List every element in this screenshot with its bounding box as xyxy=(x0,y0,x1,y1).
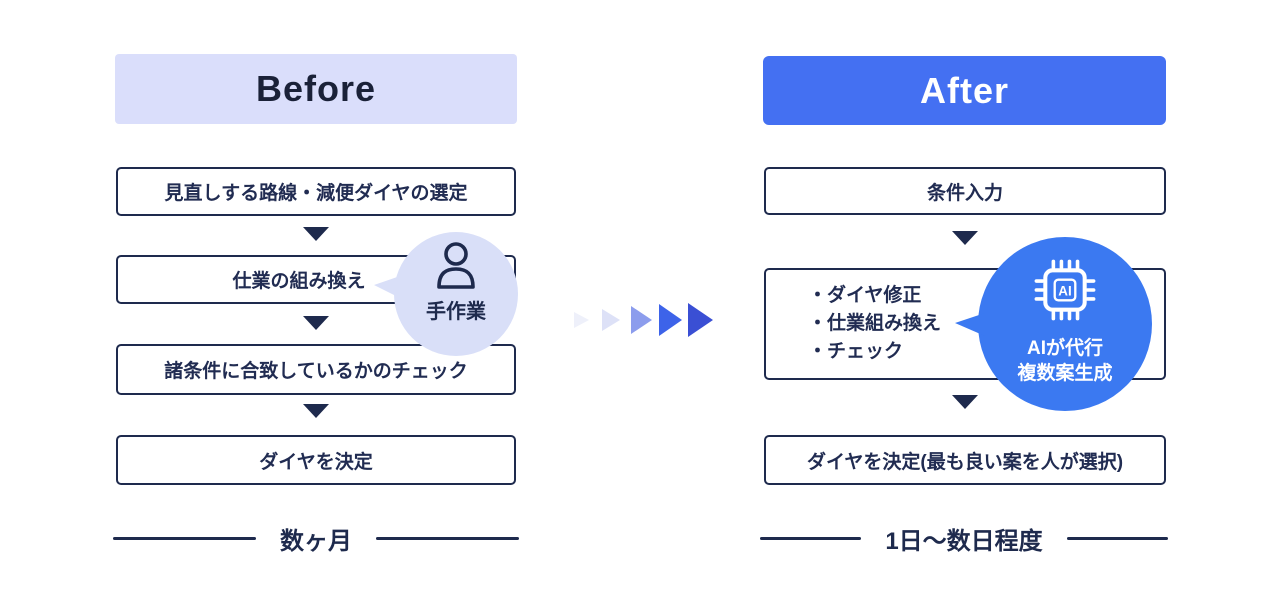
ai-bubble-label: AIが代行 複数案生成 xyxy=(1017,336,1112,386)
person-icon xyxy=(431,241,481,293)
before-step-select-route: 見直しする路線・減便ダイヤの選定 xyxy=(116,167,516,216)
after-duration: 1日〜数日程度 xyxy=(760,521,1169,556)
manual-work-bubble: 手作業 xyxy=(374,232,518,356)
divider-line xyxy=(376,537,519,540)
after-step-decide-schedule: ダイヤを決定(最も良い案を人が選択) xyxy=(764,435,1166,485)
down-arrow-icon xyxy=(952,231,978,245)
transition-arrow-2 xyxy=(602,309,620,331)
before-step-rearrange-duty-label: 仕業の組み換え xyxy=(232,271,366,292)
before-step-decide-schedule-label: ダイヤを決定 xyxy=(259,451,373,473)
ai-task-item: ・チェック xyxy=(808,341,904,362)
after-step-input-conditions-label: 条件入力 xyxy=(926,182,1003,204)
ai-bubble-line1: AIが代行 xyxy=(1026,338,1103,359)
divider-line xyxy=(1066,537,1169,540)
before-title: Before xyxy=(255,68,377,109)
transition-arrow-3 xyxy=(631,306,652,334)
down-arrow-icon xyxy=(303,404,329,418)
ai-bubble: AI AIが代行 複数案生成 xyxy=(955,237,1152,411)
after-header: After xyxy=(763,56,1166,125)
divider-line xyxy=(760,537,862,540)
before-step-decide-schedule: ダイヤを決定 xyxy=(116,435,516,485)
ai-task-list: ・ダイヤ修正 ・仕業組み換え ・チェック xyxy=(808,286,941,362)
ai-bubble-line2: 複数案生成 xyxy=(1017,363,1113,384)
after-duration-label: 1日〜数日程度 xyxy=(885,528,1043,555)
transition-arrow-1 xyxy=(574,312,589,328)
ai-chip-label: AI xyxy=(1058,283,1071,298)
ai-bubble-tail xyxy=(955,313,985,336)
after-step-input-conditions: 条件入力 xyxy=(764,167,1166,215)
transition-arrow-4 xyxy=(659,304,682,336)
before-to-after-arrows-icon xyxy=(570,300,716,345)
manual-work-label: 手作業 xyxy=(426,301,486,323)
transition-arrow-5 xyxy=(688,303,713,337)
before-header: Before xyxy=(115,54,517,124)
down-arrow-icon xyxy=(952,395,978,409)
divider-line xyxy=(113,537,256,540)
manual-bubble-tail xyxy=(374,276,400,298)
before-step-select-route-label: 見直しする路線・減便ダイヤの選定 xyxy=(164,183,468,204)
down-arrow-icon xyxy=(303,227,329,241)
before-duration: 数ヶ月 xyxy=(113,521,519,556)
before-duration-label: 数ヶ月 xyxy=(280,528,352,555)
before-step-check-conditions: 諸条件に合致しているかのチェック xyxy=(116,344,516,395)
down-arrow-icon xyxy=(303,316,329,330)
before-step-check-conditions-label: 諸条件に合致しているかのチェック xyxy=(164,361,468,382)
after-title: After xyxy=(919,69,1009,111)
ai-task-item: ・ダイヤ修正 xyxy=(808,285,922,306)
after-step-decide-schedule-label: ダイヤを決定(最も良い案を人が選択) xyxy=(806,451,1124,473)
ai-chip-icon: AI xyxy=(1031,256,1099,324)
ai-task-item: ・仕業組み換え xyxy=(808,313,942,334)
